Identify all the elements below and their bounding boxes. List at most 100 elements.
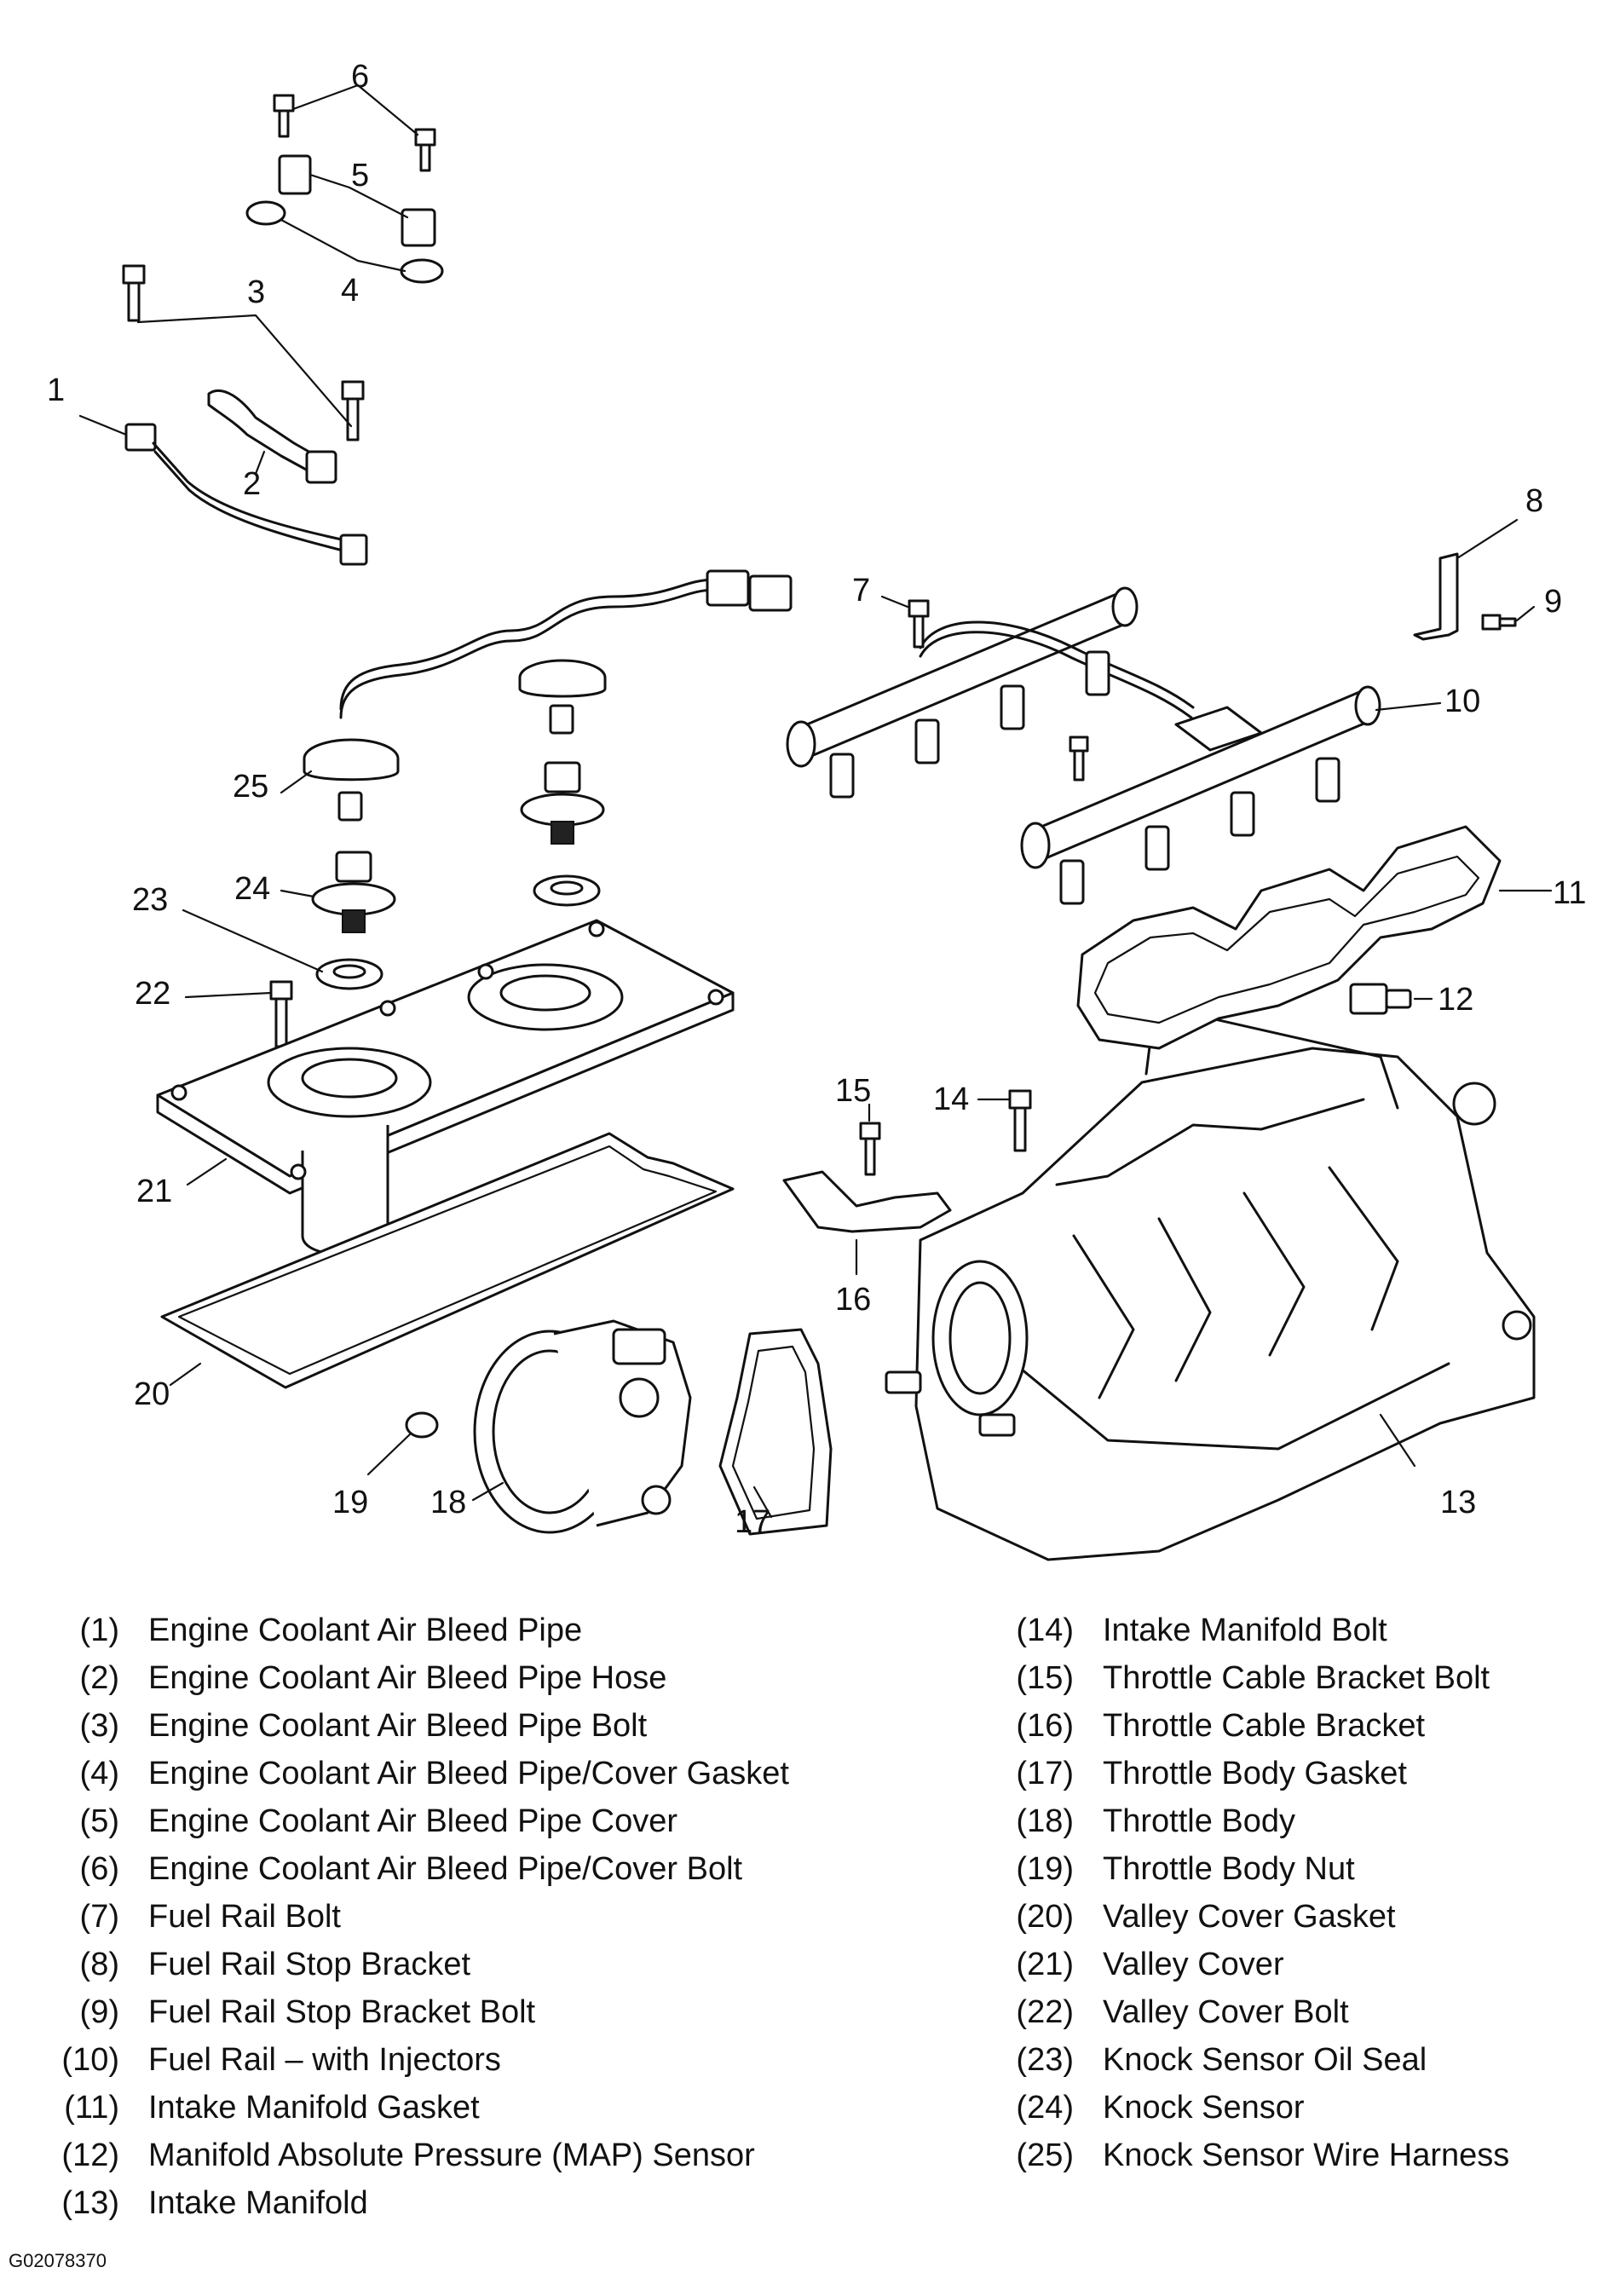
part-8-stop-bracket (1413, 518, 1519, 641)
legend-number: (21) (1016, 1947, 1074, 1982)
legend-column-left: (1) Engine Coolant Air Bleed Pipe (2) Engi… (26, 1607, 878, 2227)
callout-4: 4 (341, 273, 359, 309)
legend-number: (15) (1016, 1660, 1074, 1696)
legend-item: (18) Throttle Body (980, 1797, 1577, 1845)
legend-number: (5) (79, 1803, 119, 1839)
legend-item: (14) Intake Manifold Bolt (980, 1607, 1577, 1654)
legend-item: (1) Engine Coolant Air Bleed Pipe (26, 1607, 878, 1654)
callout-13: 13 (1440, 1485, 1476, 1520)
callout-2: 2 (243, 466, 261, 502)
callout-14: 14 (933, 1082, 969, 1117)
legend-number: (22) (1016, 1994, 1074, 2030)
legend-number: (7) (79, 1899, 119, 1935)
legend-label: Fuel Rail – with Injectors (148, 2042, 501, 2078)
legend-number: (14) (1016, 1612, 1074, 1648)
exploded-parts-diagram: 6 5 4 3 1 2 7 8 9 10 25 24 23 11 22 12 1… (47, 59, 1586, 1561)
part-2-hose (207, 389, 337, 484)
callout-5: 5 (351, 158, 369, 193)
legend-item: (8) Fuel Rail Stop Bracket (26, 1941, 878, 1988)
legend-number: (25) (1016, 2137, 1074, 2173)
legend-label: Throttle Body Nut (1103, 1851, 1355, 1887)
part-22-valley-cover-bolt (184, 980, 293, 1048)
part-1-air-bleed-pipe (78, 414, 368, 566)
figure-id: G02078370 (9, 2250, 107, 2271)
callout-labels: 6 5 4 3 1 2 7 8 9 10 25 24 23 11 22 12 1… (47, 59, 1586, 1540)
part-14-manifold-bolt (977, 1089, 1032, 1152)
part-23-oil-seals (182, 874, 601, 990)
legend-number: (1) (79, 1612, 119, 1648)
legend-label: Intake Manifold Bolt (1103, 1612, 1387, 1648)
callout-15: 15 (835, 1073, 871, 1109)
legend-number: (3) (79, 1708, 119, 1744)
callout-24: 24 (234, 871, 270, 907)
legend-item: (16)Throttle Cable Bracket (980, 1702, 1577, 1750)
legend-item: (4)Engine Coolant Air Bleed Pipe/Cover G… (26, 1750, 878, 1797)
callout-10: 10 (1444, 684, 1480, 719)
part-12-map-sensor (1349, 983, 1433, 1015)
legend-label: Engine Coolant Air Bleed Pipe Hose (148, 1660, 667, 1696)
legend-item: (13)Intake Manifold (26, 2179, 878, 2227)
legend-number: (9) (79, 1994, 119, 2030)
legend-label: Knock Sensor (1103, 2090, 1305, 2126)
callout-1: 1 (47, 372, 65, 408)
part-9-stop-bracket-bolt (1481, 605, 1536, 631)
legend-label: Engine Coolant Air Bleed Pipe/Cover Bolt (148, 1851, 743, 1887)
parts-legend: (1) Engine Coolant Air Bleed Pipe (2) Engi… (0, 1607, 1597, 2221)
legend-item: (2) Engine Coolant Air Bleed Pipe Hose (26, 1654, 878, 1702)
callout-19: 19 (332, 1485, 368, 1520)
legend-label: Engine Coolant Air Bleed Pipe Bolt (148, 1708, 648, 1744)
legend-item: (12)Manifold Absolute Pressure (MAP) Sen… (26, 2132, 878, 2179)
callout-18: 18 (430, 1485, 466, 1520)
legend-item: (17) Throttle Body Gasket (980, 1750, 1577, 1797)
legend-label: Manifold Absolute Pressure (MAP) Sensor (148, 2137, 755, 2173)
legend-item: (21) Valley Cover (980, 1941, 1577, 1988)
legend-label: Throttle Body (1103, 1803, 1295, 1839)
legend-number: (6) (79, 1851, 119, 1887)
legend-number: (17) (1016, 1756, 1074, 1791)
legend-label: Engine Coolant Air Bleed Pipe Cover (148, 1803, 678, 1839)
callout-11: 11 (1553, 875, 1586, 911)
legend-item: (9)Fuel Rail Stop Bracket Bolt (26, 1988, 878, 2036)
legend-number: (2) (79, 1660, 119, 1696)
legend-item: (6) Engine Coolant Air Bleed Pipe/Cover B… (26, 1845, 878, 1893)
legend-item: (23) Knock Sensor Oil Seal (980, 2036, 1577, 2084)
callout-12: 12 (1438, 982, 1473, 1018)
legend-number: (18) (1016, 1803, 1074, 1839)
part-25-knock-sensor-harness (280, 569, 793, 822)
part-21-valley-cover (156, 919, 735, 1256)
legend-label: Engine Coolant Air Bleed Pipe (148, 1612, 583, 1648)
legend-item: (24) Knock Sensor (980, 2084, 1577, 2132)
legend-label: Valley Cover (1103, 1947, 1284, 1982)
legend-item: (7) Fuel Rail Bolt (26, 1893, 878, 1941)
legend-number: (8) (79, 1947, 119, 1982)
part-20-valley-cover-gasket (160, 1132, 735, 1389)
legend-label: Throttle Body Gasket (1103, 1756, 1407, 1791)
callout-22: 22 (135, 976, 170, 1012)
callout-3: 3 (247, 274, 265, 310)
part-24-knock-sensors (280, 761, 605, 933)
callout-8: 8 (1525, 483, 1543, 519)
legend-number: (11) (64, 2090, 119, 2126)
legend-number: (24) (1016, 2090, 1074, 2126)
legend-label: Knock Sensor Oil Seal (1103, 2042, 1427, 2078)
callout-6: 6 (351, 59, 369, 95)
legend-number: (23) (1016, 2042, 1074, 2078)
part-3-bolts (122, 264, 365, 441)
legend-label: Engine Coolant Air Bleed Pipe/Cover Gask… (148, 1756, 789, 1791)
legend-label: Fuel Rail Stop Bracket (148, 1947, 471, 1982)
legend-item: (5) Engine Coolant Air Bleed Pipe Cover (26, 1797, 878, 1845)
callout-9: 9 (1544, 584, 1562, 620)
part-18-throttle-body (471, 1319, 692, 1534)
legend-number: (13) (61, 2185, 119, 2221)
legend-label: Fuel Rail Bolt (148, 1899, 341, 1935)
part-16-throttle-cable-bracket (782, 1170, 952, 1276)
legend-number: (19) (1016, 1851, 1074, 1887)
legend-label: Throttle Cable Bracket (1103, 1708, 1426, 1744)
part-15-bracket-bolt (859, 1103, 881, 1176)
legend-label: Valley Cover Gasket (1103, 1899, 1396, 1935)
legend-number: (10) (61, 2042, 119, 2078)
legend-item: (19) Throttle Body Nut (980, 1845, 1577, 1893)
legend-item: (22)Valley Cover Bolt (980, 1988, 1577, 2036)
legend-item: (11)Intake Manifold Gasket (26, 2084, 878, 2132)
parts-illustration: 6 5 4 3 1 2 7 8 9 10 25 24 23 11 22 12 1… (47, 59, 1586, 1561)
